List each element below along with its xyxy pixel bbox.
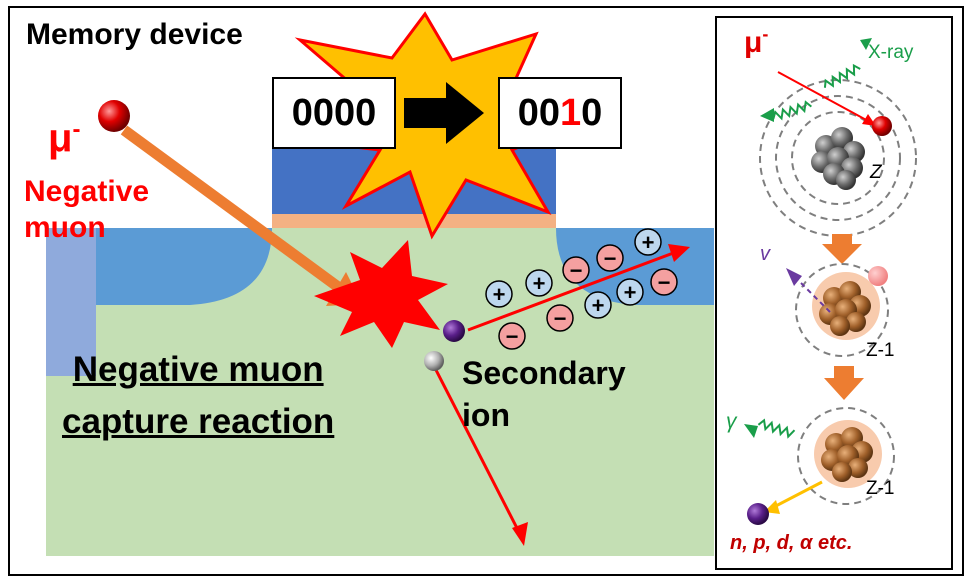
absorbed-muon-ghost xyxy=(868,266,888,286)
gate-oxide xyxy=(272,214,556,228)
bits-after-prefix: 00 xyxy=(517,91,560,134)
gamma-head xyxy=(744,424,758,438)
bits-after-suffix: 0 xyxy=(581,91,603,134)
step-arrow-2 xyxy=(824,366,864,400)
hole-carrier xyxy=(525,269,553,297)
step-arrow-1 xyxy=(822,234,862,264)
negative-muon-line2: muon xyxy=(24,211,106,244)
xray-wave-1 xyxy=(823,63,861,88)
plus-sign: + xyxy=(592,293,605,318)
hole-carrier xyxy=(485,280,513,308)
hole-carrier xyxy=(584,291,612,319)
daughter-z-minus-1-label: Z-1 xyxy=(866,478,895,499)
panel-muon-label: μ- xyxy=(744,24,768,60)
electron-carrier xyxy=(546,304,574,332)
minus-sign: − xyxy=(604,246,617,271)
capture-line1: Negative muon xyxy=(72,350,324,389)
secondary-ion-track-up-head xyxy=(668,244,690,262)
nucleus-z xyxy=(811,127,865,190)
electron-carrier xyxy=(650,268,678,296)
bits-before-box: 0000 xyxy=(272,77,396,149)
plus-sign: + xyxy=(493,282,506,307)
muon-charge: - xyxy=(72,116,81,143)
minus-sign: − xyxy=(554,306,567,331)
secondary-ion-track-down xyxy=(434,369,522,535)
electron-carrier xyxy=(596,244,624,272)
muon-symbol-label: μ- xyxy=(48,116,80,161)
plus-sign: + xyxy=(642,230,655,255)
gamma-wave xyxy=(757,418,796,439)
isolation-region xyxy=(46,228,96,376)
hole-carriers xyxy=(485,228,662,319)
muon-track xyxy=(120,125,349,297)
nucleus-z-label: Z xyxy=(870,162,882,183)
memory-device-label: Memory device xyxy=(26,18,243,51)
hole-carrier xyxy=(634,228,662,256)
capture-line2: capture reaction xyxy=(62,402,335,441)
xray-wave-2 xyxy=(772,100,812,121)
electron-carrier xyxy=(562,256,590,284)
diagram-frame xyxy=(8,6,964,576)
hole-carrier xyxy=(616,278,644,306)
nucleus-z-minus-1-label: Z-1 xyxy=(866,340,895,361)
neutrino-head xyxy=(786,268,802,286)
gamma-label: γ xyxy=(726,410,737,433)
emitted-particle-track xyxy=(771,480,823,510)
panel-muon-symbol: μ xyxy=(744,26,763,59)
minus-sign: − xyxy=(658,270,671,295)
secondary-ion-white xyxy=(424,351,444,371)
secondary-ion-particle xyxy=(443,320,465,342)
xray-head-2 xyxy=(760,108,774,122)
xray-head-1 xyxy=(860,38,872,50)
xray-label: X-ray xyxy=(868,42,914,63)
panel-muon-charge: - xyxy=(762,24,769,44)
secondary-line1: Secondary xyxy=(462,355,626,391)
secondary-ion-track-down-head xyxy=(512,522,528,546)
neutrino-track xyxy=(795,277,831,313)
source-well xyxy=(46,228,272,305)
muon-symbol: μ xyxy=(48,116,73,160)
electron-carriers xyxy=(498,244,678,350)
secondary-ion-label: Secondary ion xyxy=(462,352,626,436)
neutrino-label: v xyxy=(760,243,770,265)
excited-nucleus-atom xyxy=(786,263,889,357)
emitted-particles-label: n, p, d, α etc. xyxy=(730,532,853,554)
electron-carrier xyxy=(498,322,526,350)
plus-sign: + xyxy=(533,271,546,296)
flip-arrow xyxy=(404,82,484,144)
negative-muon-line1: Negative xyxy=(24,175,150,208)
capture-burst xyxy=(314,240,448,348)
negative-muon-particle xyxy=(98,100,130,132)
captured-muon xyxy=(872,116,892,136)
minus-sign: − xyxy=(506,324,519,349)
minus-sign: − xyxy=(570,258,583,283)
secondary-ion-track-up xyxy=(467,250,677,332)
emitted-particle xyxy=(747,503,769,525)
capture-reaction-title: Negative muon capture reaction xyxy=(62,344,334,448)
incoming-muon-track xyxy=(777,71,871,123)
flipped-bit: 1 xyxy=(560,91,582,134)
daughter-atom xyxy=(744,407,895,525)
plus-sign: + xyxy=(624,280,637,305)
secondary-line2: ion xyxy=(462,397,510,433)
